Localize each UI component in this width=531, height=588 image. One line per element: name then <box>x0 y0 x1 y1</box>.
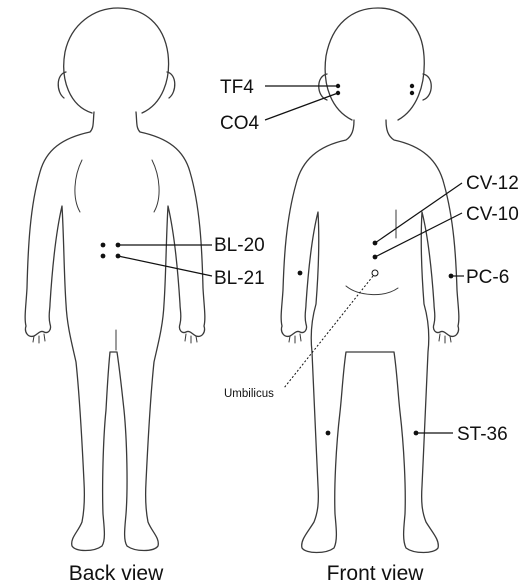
front-points: TF4 CO4 CV-12 CV-10 PC-6 ST-36 Umbilicus <box>220 77 519 445</box>
point-bl20-label: BL-20 <box>214 235 265 256</box>
front-head-outline <box>325 8 424 120</box>
point-bl20-left-marker <box>101 243 106 248</box>
back-points: BL-20 BL-21 <box>101 235 265 289</box>
point-st36-left-marker <box>326 431 331 436</box>
back-body-outline <box>25 112 205 551</box>
back-right-scapula-line <box>152 160 159 212</box>
umbilicus-label: Umbilicus <box>224 388 274 400</box>
point-bl21-label: BL-21 <box>214 268 265 289</box>
point-cv12-label: CV-12 <box>466 173 519 194</box>
point-co4-leader <box>265 93 338 120</box>
umbilicus-marker <box>372 270 378 276</box>
ear-right-marker-a <box>410 84 414 88</box>
ear-right-marker-b <box>410 91 414 95</box>
back-view-figure <box>25 8 205 551</box>
back-left-scapula-line <box>75 160 82 212</box>
point-st36-label: ST-36 <box>457 424 508 445</box>
back-view-caption: Back view <box>69 562 164 585</box>
front-belly-line <box>346 286 398 295</box>
front-body-outline <box>281 120 459 553</box>
point-cv12-leader <box>375 183 462 243</box>
point-tf4-label: TF4 <box>220 77 254 98</box>
point-bl21-left-marker <box>101 254 106 259</box>
front-view-caption: Front view <box>327 562 425 585</box>
point-cv10-label: CV-10 <box>466 204 519 225</box>
point-co4-label: CO4 <box>220 113 260 134</box>
point-pc6-left-marker <box>298 271 303 276</box>
point-cv10-leader <box>375 213 462 257</box>
front-right-ear <box>423 74 431 100</box>
point-pc6-label: PC-6 <box>466 267 509 288</box>
back-head-outline <box>64 8 169 113</box>
